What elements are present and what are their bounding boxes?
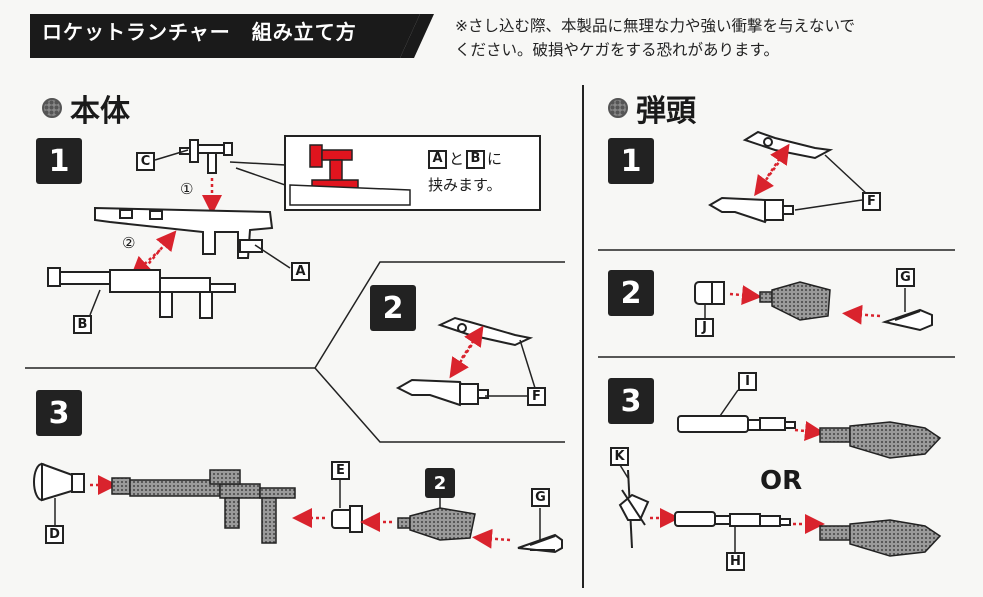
insert-arrow-2-back: [130, 249, 161, 277]
step-badge-warhead-1: 1: [608, 138, 654, 184]
wh3-arrow-i: [794, 421, 825, 441]
callout-label-b: B: [466, 149, 486, 169]
part-d-funnel: [33, 462, 85, 502]
part-label-f-warhead: F: [862, 192, 881, 211]
part-b-tube: [47, 267, 236, 319]
section-head-body: 本体: [42, 86, 130, 130]
part-label-a: A: [291, 262, 310, 281]
part-label-i: I: [738, 372, 757, 391]
step2-insert-arrow-back: [460, 325, 484, 359]
wh2-arrow-g: [842, 304, 881, 325]
section-head-warhead: 弾頭: [608, 86, 696, 130]
page-title: ロケットランチャー 組み立て方: [42, 20, 357, 44]
section-label-body: 本体: [70, 94, 130, 129]
step-badge-warhead-3: 3: [608, 378, 654, 424]
part-label-b: B: [73, 315, 92, 334]
wh1-fin-part: [742, 130, 834, 160]
step-badge-body-3: 3: [36, 390, 82, 436]
safety-warning: ※さし込む際、本製品に無理な力や強い衝撃を与えないで ください。破損やケガをする…: [455, 14, 855, 62]
part-label-h: H: [726, 552, 745, 571]
part-label-j: J: [695, 318, 714, 337]
part-h-short-tube: [674, 511, 791, 527]
step-ref-badge: 2: [425, 468, 455, 498]
or-label: OR: [760, 466, 803, 496]
wh3-warhead-bottom: [819, 519, 942, 557]
wh2-warhead-body: [759, 281, 831, 321]
part-i-long-tube: [677, 415, 796, 433]
part-e-cap: [331, 505, 363, 533]
part-c-bracket: [179, 139, 233, 174]
part-g-cone: [517, 533, 563, 554]
part-b-leader: [89, 289, 101, 316]
wh1-insert-arrow: [754, 157, 784, 197]
part-k-leader: [619, 464, 629, 479]
safety-warning-line-1: ※さし込む際、本製品に無理な力や強い衝撃を与えないで: [455, 17, 856, 35]
part-label-k: K: [610, 447, 629, 466]
part-a-leader: [254, 244, 291, 269]
wh2-arrow-j: [729, 285, 762, 306]
assembled-warhead: [397, 507, 476, 541]
assembled-launcher: [111, 469, 296, 544]
wh1-f-leader-2: [794, 199, 863, 211]
step2-insert-arrow: [449, 339, 477, 379]
part-label-c: C: [136, 152, 155, 171]
wh1-insert-arrow-back: [766, 143, 790, 177]
callout-word-ni: に: [487, 150, 503, 168]
callout-word-to: と: [449, 150, 465, 168]
wh1-f-leader: [824, 154, 869, 196]
section-label-warhead: 弾頭: [636, 94, 696, 129]
step2-bracket-lower: [314, 367, 565, 443]
insert-arrow-2: [144, 230, 177, 269]
wh3-warhead-top: [819, 421, 942, 459]
part-j-cap: [694, 281, 725, 305]
part-k-stand: [618, 469, 650, 549]
step-badge-body-1: 1: [36, 138, 82, 184]
wh1-cone: [708, 196, 794, 224]
section-bullet-icon: [608, 98, 628, 118]
part-c-leader: [154, 149, 189, 161]
step3-arrow-g: [472, 528, 511, 549]
part-label-g-body: G: [531, 488, 550, 507]
title-banner-slash: [400, 14, 434, 58]
part-label-e: E: [331, 461, 350, 480]
callout-label-a: A: [428, 149, 447, 169]
part-a-handle: [94, 206, 274, 259]
callout-line-1: A と B に: [428, 146, 502, 172]
zoom-callout-pointer: [229, 161, 286, 187]
step2-f-leader: [519, 339, 536, 389]
callout-instruction: A と B に 挟みます。: [428, 146, 502, 198]
part-label-g-warhead: G: [896, 268, 915, 287]
part-label-f-body: F: [527, 387, 546, 406]
title-banner-fill: [30, 14, 420, 58]
step-badge-warhead-2: 2: [608, 270, 654, 316]
step-badge-body-2: 2: [370, 285, 416, 331]
part-label-d: D: [45, 525, 64, 544]
order-mark-1: ①: [180, 180, 194, 198]
warhead-fin-part-left: [437, 316, 534, 347]
wh2-part-g-cone: [881, 308, 933, 332]
callout-line-2: 挟みます。: [428, 176, 502, 194]
section-bullet-icon: [42, 98, 62, 118]
safety-warning-line-2: ください。破損やケガをする恐れがあります。: [455, 41, 779, 59]
step2-bracket: [25, 261, 565, 369]
part-i-leader: [719, 389, 739, 417]
zoom-detail-body: [289, 184, 411, 206]
order-mark-2: ②: [122, 234, 136, 252]
warhead-cone-left: [395, 378, 489, 407]
